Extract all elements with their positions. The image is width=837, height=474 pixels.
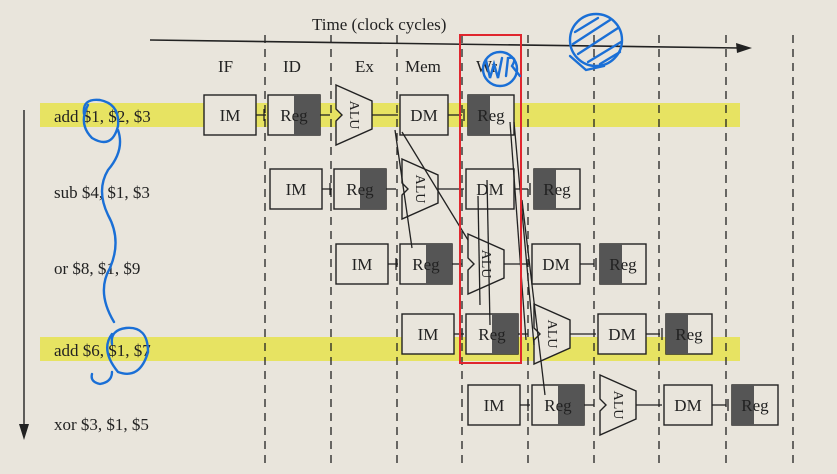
alu-label: ALU (610, 391, 625, 420)
reg-read-shade (492, 314, 518, 354)
instruction-4-label: add $6, $1, $7 (54, 341, 151, 360)
reg-read-label: Reg (412, 255, 440, 274)
dependency-curve (100, 128, 122, 324)
reg-write-label: Reg (477, 106, 505, 125)
wr-column-red-box (459, 34, 522, 364)
instruction-5-label: xor $3, $1, $5 (54, 415, 149, 434)
alu-unit (467, 232, 505, 296)
reg-read-label: Reg (280, 106, 308, 125)
instruction-1-label: add $1, $2, $3 (54, 107, 151, 126)
im-unit (401, 313, 455, 355)
dm-unit (663, 384, 713, 426)
instruction-3-label: or $8, $1, $9 (54, 259, 140, 278)
reg-write-label: Reg (543, 180, 571, 199)
reg-write-shade (666, 314, 688, 354)
alu-unit (335, 83, 373, 147)
alu-unit (599, 373, 637, 437)
dm-label: DM (410, 106, 437, 125)
stage-label-mem: Mem (405, 57, 441, 76)
reg-read-label: Reg (478, 325, 506, 344)
alu-label: ALU (412, 175, 427, 204)
reg-write-shade (534, 169, 556, 209)
alu-label: ALU (346, 101, 361, 130)
time-axis: Time (clock cycles) (149, 15, 752, 53)
reg-read-shade (558, 385, 584, 425)
im-label: IM (352, 255, 373, 274)
dm-unit (597, 313, 647, 355)
im-label: IM (484, 396, 505, 415)
program-order-axis (19, 110, 29, 440)
dm-label: DM (542, 255, 569, 274)
im-label: IM (220, 106, 241, 125)
hatched-circle-scribble (568, 12, 624, 72)
circle-dollar1-top (82, 98, 120, 144)
pipeline-row-3: IM Reg ALU DM Reg (335, 232, 647, 296)
im-label: IM (286, 180, 307, 199)
dm-label: DM (674, 396, 701, 415)
dm-label: DM (476, 180, 503, 199)
im-unit (269, 168, 323, 210)
alu-label: ALU (478, 250, 493, 279)
circle-dollar1-bottom (106, 326, 150, 375)
im-label: IM (418, 325, 439, 344)
reg-read-shade (294, 95, 320, 135)
cycle-boundaries (264, 35, 794, 469)
forwarding-lines (394, 121, 546, 396)
instruction-labels: add $1, $2, $3 sub $4, $1, $3 or $8, $1,… (54, 107, 151, 434)
reg-read-shade (426, 244, 452, 284)
im-unit (335, 243, 389, 285)
dependency-hook (90, 370, 114, 386)
reg-read-label: Reg (544, 396, 572, 415)
alu-label: ALU (544, 320, 559, 349)
reg-write-label: Reg (675, 325, 703, 344)
reg-write-shade (468, 95, 490, 135)
reg-write-shade (732, 385, 754, 425)
alu-unit (533, 302, 571, 366)
dm-label: DM (608, 325, 635, 344)
stage-label-ex: Ex (355, 57, 374, 76)
pipeline-row-2: IM Reg ALU DM Reg (269, 157, 581, 221)
pipeline-row-1: IM Reg ALU DM Reg (203, 83, 515, 147)
time-axis-label: Time (clock cycles) (312, 15, 446, 34)
reg-read-shade (360, 169, 386, 209)
pipeline-row-4: IM Reg ALU DM Reg (401, 302, 713, 366)
reg-write-shade (600, 244, 622, 284)
reg-read-label: Reg (346, 180, 374, 199)
reg-write-label: Reg (609, 255, 637, 274)
stage-label-if: IF (218, 57, 233, 76)
reg-write-label: Reg (741, 396, 769, 415)
blue-annotations (82, 12, 624, 386)
stage-label-id: ID (283, 57, 301, 76)
wr-scribble (481, 50, 522, 88)
pipeline-row-5: IM Reg ALU DM Reg (467, 373, 779, 437)
